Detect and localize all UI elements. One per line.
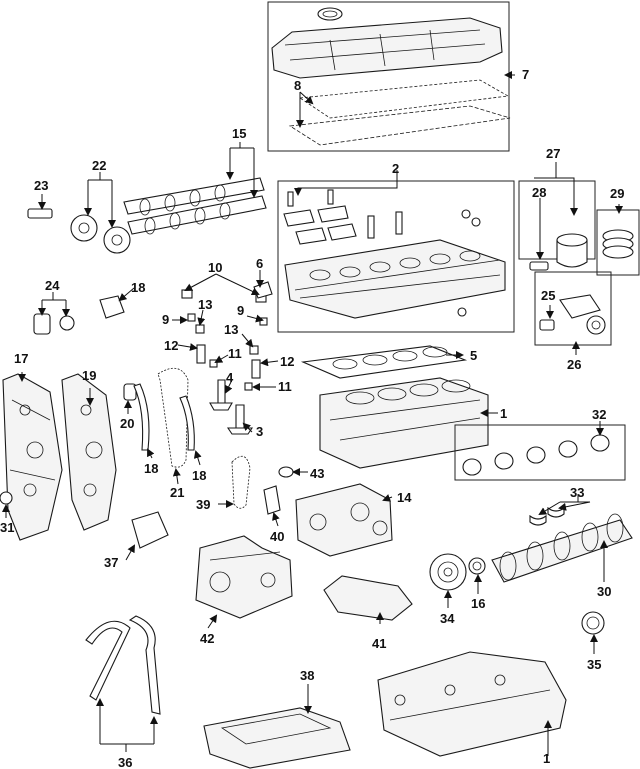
- crankshaft-pulley: [429, 553, 467, 591]
- leader-lines: [2, 71, 623, 756]
- cylinder-head-group-frame: [277, 180, 515, 333]
- callout-7: 7: [522, 67, 529, 82]
- callout-21: 21: [170, 485, 184, 500]
- callout-26: 26: [567, 357, 581, 372]
- callout-1-lower: 1: [543, 751, 550, 766]
- valve-cover-gasket: [288, 79, 511, 146]
- callout-19: 19: [82, 368, 96, 383]
- callout-15: 15: [232, 126, 246, 141]
- callout-9-right: 9: [237, 303, 244, 318]
- front-crank-seal-small: [0, 491, 13, 505]
- callout-41: 41: [372, 636, 386, 651]
- callout-33: 33: [570, 485, 584, 500]
- oil-control-valve: [27, 208, 53, 219]
- callout-13-left: 13: [198, 297, 212, 312]
- callout-35: 35: [587, 657, 601, 672]
- callout-16: 16: [471, 596, 485, 611]
- callout-20: 20: [120, 416, 134, 431]
- camshafts: [123, 177, 267, 235]
- callout-6: 6: [256, 256, 263, 271]
- piston-pin: [529, 261, 549, 271]
- callout-32: 32: [592, 407, 606, 422]
- piston: [556, 233, 588, 268]
- timing-chain-case: [61, 373, 117, 531]
- callout-10: 10: [208, 260, 222, 275]
- chain-guide-left: [133, 383, 150, 451]
- callout-43: 43: [310, 466, 324, 481]
- callout-9-left: 9: [162, 312, 169, 327]
- hoses: [85, 615, 161, 715]
- timing-cover: [2, 373, 63, 541]
- thrust-washers: [529, 506, 565, 526]
- oil-strainer: [323, 575, 413, 621]
- callout-18-right: 18: [192, 468, 206, 483]
- front-crank-seal: [468, 557, 486, 575]
- callout-13-right: 13: [224, 322, 238, 337]
- callout-29: 29: [610, 186, 624, 201]
- oil-pump-chain: [231, 455, 251, 509]
- callout-14: 14: [397, 490, 412, 505]
- callout-38: 38: [300, 668, 314, 683]
- callout-18-top: 18: [131, 280, 145, 295]
- callout-4: 4: [226, 370, 234, 385]
- main-bearings: [454, 424, 626, 481]
- callout-23: 23: [34, 178, 48, 193]
- valvetrain-parts: [181, 281, 273, 435]
- callout-8: 8: [294, 78, 301, 93]
- tension-spring: [278, 466, 294, 478]
- callout-31: 31: [0, 520, 14, 535]
- tensioner-guide: [263, 485, 281, 515]
- cylinder-block: [319, 377, 489, 469]
- callout-22: 22: [92, 158, 106, 173]
- piston-rings: [596, 209, 640, 276]
- callout-30: 30: [597, 584, 611, 599]
- callout-11-left: 11: [228, 346, 242, 361]
- callout-12-left: 12: [164, 338, 178, 353]
- valve-cover: [271, 7, 503, 79]
- callout-11-right: 11: [278, 379, 292, 394]
- connecting-rod: [539, 294, 606, 335]
- chain-guide-right: [179, 395, 195, 451]
- timing-chain: [157, 367, 189, 468]
- callout-18-left: 18: [144, 461, 158, 476]
- callout-39: 39: [196, 497, 210, 512]
- cylinder-head: [283, 189, 506, 319]
- callout-40: 40: [270, 529, 284, 544]
- bracket: [99, 295, 125, 319]
- callout-5: 5: [470, 348, 477, 363]
- callout-36: 36: [118, 755, 132, 769]
- callout-37: 37: [104, 555, 118, 570]
- chain-tensioner: [33, 313, 75, 335]
- rear-main-seal: [581, 611, 605, 635]
- callout-12-right: 12: [280, 354, 294, 369]
- callout-27: 27: [546, 146, 560, 161]
- callout-2: 2: [392, 161, 399, 176]
- callout-1-block: 1: [500, 406, 507, 421]
- callout-17: 17: [14, 351, 28, 366]
- mount-bracket: [131, 511, 169, 549]
- callout-34: 34: [440, 611, 455, 626]
- camshaft-sprockets: [70, 214, 131, 254]
- oil-pan: [203, 707, 351, 769]
- water-pump-housing: [195, 535, 293, 619]
- callout-numbers: 7 8 2 27 28 29 25 26 15 22 23 24 18 10 6…: [0, 67, 624, 769]
- balance-shaft-assembly: [295, 483, 393, 557]
- callout-28: 28: [532, 185, 546, 200]
- crankshaft: [491, 513, 633, 583]
- head-gasket: [300, 345, 468, 379]
- callout-42: 42: [200, 631, 214, 646]
- callout-25: 25: [541, 288, 555, 303]
- callout-3: 3: [256, 424, 263, 439]
- callout-24: 24: [45, 278, 60, 293]
- lower-crankcase: [377, 651, 567, 757]
